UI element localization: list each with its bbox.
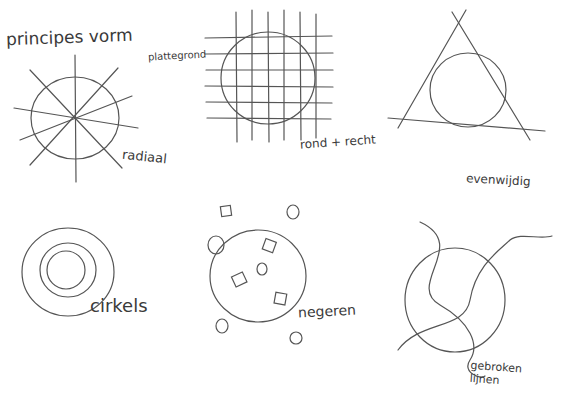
curved-line	[398, 236, 552, 350]
sketch-label: cirkels	[90, 296, 148, 317]
scatter-square	[262, 239, 276, 253]
curved-line	[420, 222, 485, 377]
tangent-line	[388, 118, 545, 131]
grid-line	[283, 10, 284, 140]
sketch-label: radiaal	[121, 148, 167, 168]
radial-line	[20, 96, 132, 140]
inner-circle	[40, 243, 96, 297]
grid-line	[205, 86, 333, 87]
subtitle-note: plattegrond	[148, 48, 207, 63]
sketch-label: gebroken lijnen	[469, 360, 533, 390]
outline-circle	[405, 248, 505, 352]
scatter-square	[274, 292, 287, 305]
scatter-dot	[287, 205, 299, 219]
scatter-square	[220, 205, 231, 216]
outline-circle	[430, 53, 506, 127]
curve-sketch	[398, 222, 552, 377]
grid-line	[268, 12, 269, 142]
tangent-sketch	[388, 10, 545, 140]
tangent-line	[398, 10, 466, 128]
grid-line	[300, 12, 301, 140]
tangent-line	[452, 12, 530, 140]
grid-line	[205, 36, 332, 38]
scatter-square	[231, 272, 247, 287]
sketch-label: rond + recht	[300, 133, 377, 152]
inner-circle	[47, 251, 85, 289]
grid-line	[205, 53, 333, 54]
radial-line	[30, 70, 122, 168]
radial-sketch	[14, 55, 138, 182]
scatter-dot	[257, 263, 267, 275]
sketch-label: negeren	[298, 301, 357, 320]
grid-line	[251, 10, 252, 140]
grid-line	[207, 118, 331, 119]
ignore-sketch	[208, 205, 306, 344]
sketch-label: evenwijdig	[466, 172, 531, 189]
radial-line	[30, 68, 118, 165]
sheet-title: principes vorm	[6, 26, 133, 50]
scatter-dot	[208, 236, 224, 254]
grid-line	[206, 69, 333, 70]
scatter-dot	[290, 332, 302, 344]
scatter-dot	[216, 319, 228, 333]
grid-sketch	[205, 10, 333, 142]
grid-line	[206, 102, 332, 103]
grid-line	[236, 12, 237, 142]
